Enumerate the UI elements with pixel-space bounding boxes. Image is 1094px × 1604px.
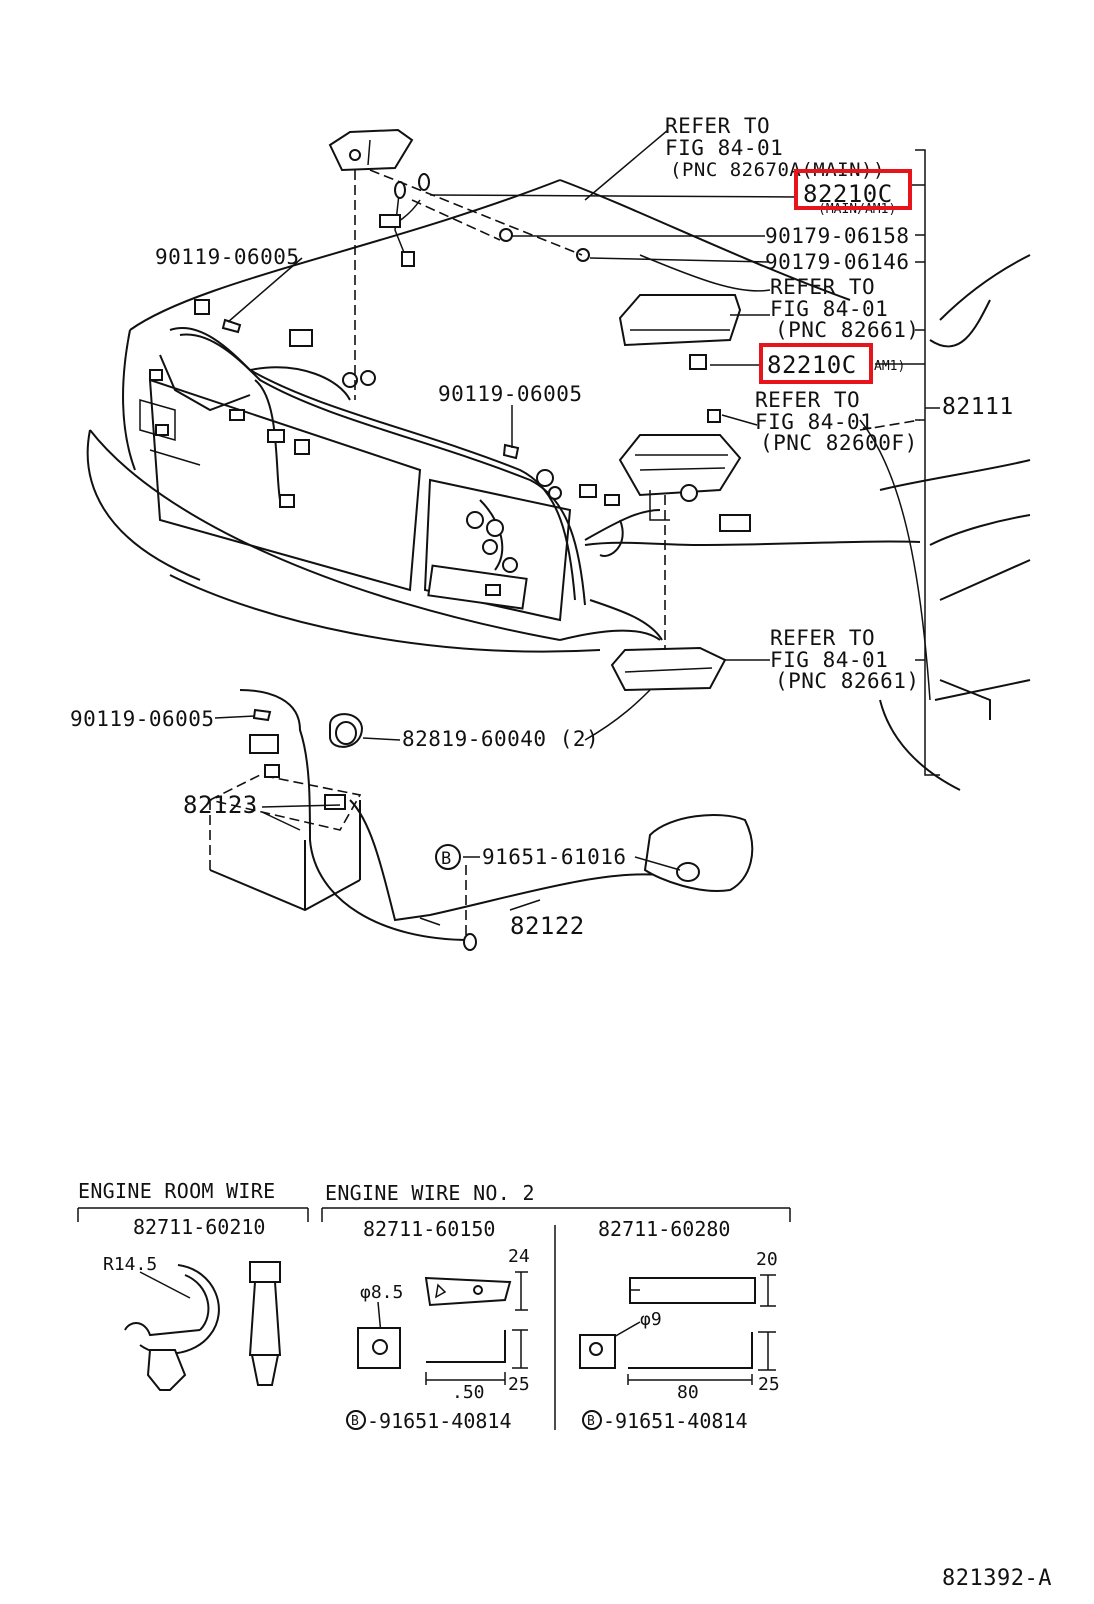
clamp-a-part-number[interactable]: 82711-60210 [133,1215,265,1239]
part-82210c-main[interactable]: 82210C [803,180,893,208]
part-82122[interactable]: 82122 [510,912,585,940]
figure-id: 821392-A [942,1566,1052,1591]
clamp-b-bolt-mark: B [351,1414,359,1429]
refer-main-line1: REFER TO [665,114,770,138]
part-82210c-am1[interactable]: 82210C [767,351,857,379]
bracket-82111 [875,149,940,776]
clamp-c-dim-height: 20 [756,1249,778,1270]
bolts [221,228,590,722]
clamp-c-bolt-mark: B [587,1414,595,1429]
callout-labels: REFER TO FIG 84-01 (PNC 82670A(MAIN)) 82… [70,114,1014,940]
clamp-b-dim-vertical: 25 [508,1374,530,1395]
refer-relay-line3: (PNC 82600F) [760,431,918,455]
battery-assembly [207,689,754,951]
refer-lower-line3: (PNC 82661) [775,669,920,693]
bolt-type-b-icon [435,844,461,870]
refer-fuse-line3: (PNC 82661) [775,318,920,342]
part-90119-06005-c[interactable]: 90119-06005 [70,707,215,731]
clamp-b-bolt[interactable]: -91651-40814 [367,1409,512,1433]
clamp-a-radius: R14.5 [103,1254,157,1275]
part-82819-60040[interactable]: 82819-60040 (2) [402,727,599,751]
clamp-b-dim-length: .50 [452,1382,485,1403]
refer-lower-line1: REFER TO [770,626,875,650]
refer-fuse-line1: REFER TO [770,275,875,299]
clamp-c-part-number[interactable]: 82711-60280 [598,1217,730,1241]
part-90179-06158[interactable]: 90179-06158 [765,224,910,248]
part-82210c-am1-note: AM1) [874,359,905,374]
clamp-c-dim-vertical: 25 [758,1374,780,1395]
refer-relay-line2: FIG 84-01 [755,410,873,434]
refer-lower-line2: FIG 84-01 [770,648,888,672]
clamp-c-hole: φ9 [640,1309,662,1330]
part-82123[interactable]: 82123 [183,791,258,819]
fuse-block-cover [618,294,742,423]
clamp-b-part-number[interactable]: 82711-60150 [363,1217,495,1241]
clamp-c-dim-length: 80 [677,1382,699,1403]
leader-lines [214,129,799,911]
highlight-82210c-main [794,169,912,210]
part-91651-61016-mark: B [441,849,452,869]
leader-dashes [354,169,921,940]
clamp-c-bolt[interactable]: -91651-40814 [603,1409,748,1433]
clamp-details: ENGINE ROOM WIRE ENGINE WIRE NO. 2 82711… [77,1179,791,1433]
part-90119-06005-a[interactable]: 90119-06005 [155,245,300,269]
section-title-engine-room-wire: ENGINE ROOM WIRE [78,1179,275,1203]
wire-harness [149,184,921,641]
lower-fuse-cover [610,646,727,692]
clamp-b-dim-height: 24 [508,1246,530,1267]
refer-main-line3: (PNC 82670A(MAIN)) [670,159,885,181]
section-title-engine-wire-no2: ENGINE WIRE NO. 2 [325,1181,535,1205]
refer-relay-line1: REFER TO [755,388,860,412]
part-90179-06146[interactable]: 90179-06146 [765,250,910,274]
refer-main-line2: FIG 84-01 [665,136,783,160]
clamp-b-hole: φ8.5 [360,1282,403,1303]
part-91651-61016[interactable]: 91651-61016 [482,845,627,869]
highlight-82210c-am1 [759,343,873,384]
car-body-outline [86,179,1031,791]
relay-block [618,434,742,521]
part-90119-06005-b[interactable]: 90119-06005 [438,382,583,406]
refer-fuse-line2: FIG 84-01 [770,297,888,321]
main-fusible-link-block [328,128,430,199]
part-82111[interactable]: 82111 [942,394,1014,420]
